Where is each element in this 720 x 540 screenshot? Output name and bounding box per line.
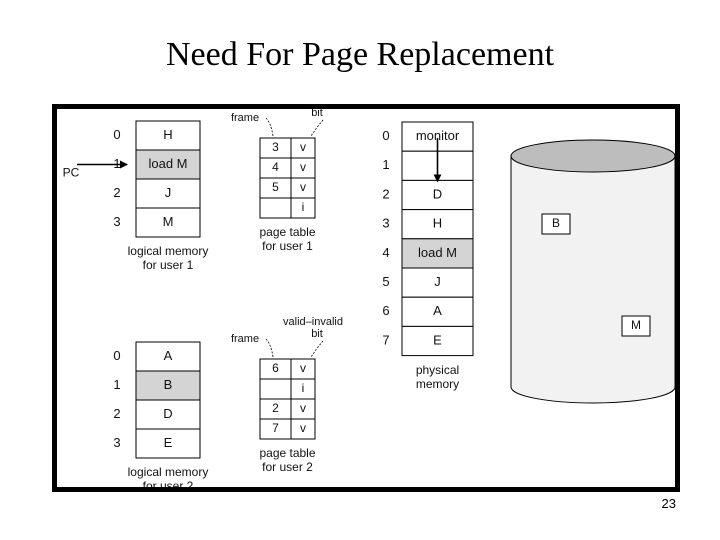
user1-logical-index-1: 1 [113,156,120,171]
user1-pt-caption-1: for user 1 [262,239,313,253]
physical-frame-content-2: D [433,186,442,201]
user1-pt-bit-pointer [310,119,324,137]
physical-caption-0: physical [416,363,459,377]
disk-top [510,139,675,173]
user1-logical-index-3: 3 [113,214,120,229]
user2-logical-page-2: D [163,406,172,421]
user1-pt-bit-0: v [300,140,306,154]
user1-pt-bit-2: v [300,180,306,194]
physical-frame-cell-7 [401,325,474,357]
user2-pt-bit-cell-3 [290,418,316,440]
user1-pt-frame-pointer [265,117,274,137]
user1-pc-label: PC [63,166,80,180]
physical-frame-index-1: 1 [382,157,389,172]
user2-pt-header-bit: bit [311,328,323,340]
user2-pt-frame-2: 2 [272,401,279,415]
physical-frame-cell-4 [401,238,474,269]
user2-logical-page-0: A [164,348,173,363]
user1-logical-page-1: load M [148,156,187,171]
disk-block-label-0: B [552,216,560,230]
user1-logical-index-0: 0 [113,127,120,142]
physical-frame-index-7: 7 [382,332,389,347]
physical-frame-content-7: E [433,332,442,347]
user2-logical-index-3: 3 [113,435,120,450]
disk-section: BM [510,139,675,404]
user1-logical-caption-1: for user 1 [143,258,194,272]
user2-logical-cell-3 [135,428,201,459]
user1-pt-frame-cell-3 [259,197,292,219]
physical-frame-index-5: 5 [382,274,389,289]
disk-body [510,155,675,404]
physical-frame-content-5: J [434,274,441,289]
page-number: 23 [661,496,676,511]
physical-frame-index-6: 6 [382,303,389,318]
user2-logical-index-2: 2 [113,406,120,421]
user2-logical-index-0: 0 [113,348,120,363]
user2-pt-bit-pointer [310,340,324,358]
user1-pt-frame-2: 5 [272,180,279,194]
physical-frame-cell-5 [401,267,474,298]
user2-pt-bit-2: v [300,401,306,415]
disk-block-1 [621,315,651,337]
user2-logical-page-1: B [164,377,173,392]
user1-logical-cell-3 [135,207,201,238]
physical-frame-index-0: 0 [382,128,389,143]
user2-pt-frame-3: 7 [272,421,279,435]
physical-frame-content-6: A [433,303,442,318]
user2-pt-header-valid-invalid: valid–invalid [283,316,343,328]
user1-pt-bit-1: v [300,160,306,174]
user1-logical-page-0: H [163,127,172,142]
user1-logical-cell-0 [135,120,201,151]
user2-pt-bit-0: v [300,361,306,375]
physical-frame-index-2: 2 [382,186,389,201]
user1-pt-bit-3: i [302,200,305,214]
physical-caption-1: memory [416,377,459,391]
user2-logical-page-3: E [164,435,173,450]
user1-logical-caption-0: logical memory [128,244,209,258]
user1-logical-cell-1 [135,149,201,180]
physical-frame-content-0: monitor [416,128,460,143]
disk-block-0 [541,213,571,235]
user1-logical-page-3: M [163,214,174,229]
user2-logical-index-1: 1 [113,377,120,392]
user2-logical-cell-0 [135,341,201,372]
user2-pt-frame-pointer [265,338,274,358]
user1-pt-bit-cell-3 [290,197,316,219]
user1-pt-frame-1: 4 [272,160,279,174]
user1-pt-caption-0: page table [259,225,315,239]
user1-pt-frame-label: frame [231,112,259,124]
disk-block-label-1: M [631,318,641,332]
physical-frame-cell-3 [401,209,474,240]
user1-logical-page-2: J [165,185,172,200]
user2-pt-frame-cell-1 [259,378,292,400]
user2-pt-caption-0: page table [259,446,315,460]
user2-pt-frame-label: frame [231,333,259,345]
user1-logical-index-2: 2 [113,185,120,200]
user2-pt-frame-0: 6 [272,361,279,375]
physical-frame-index-3: 3 [382,216,389,231]
physical-frame-index-4: 4 [382,245,389,260]
user1-pt-header-bit: bit [311,109,323,119]
user2-logical-caption-1: for user 2 [143,479,194,487]
physical-frame-content-3: H [433,216,442,231]
physical-frame-content-4: load M [418,245,457,260]
user1-pt-frame-0: 3 [272,140,279,154]
slide-title: Need For Page Replacement [165,36,555,73]
user2-logical-caption-0: logical memory [128,465,209,479]
user2-logical-cell-1 [135,370,201,401]
user2-pt-bit-1: i [302,381,305,395]
user2-pt-caption-1: for user 2 [262,460,313,474]
user2-pt-bit-3: v [300,421,306,435]
